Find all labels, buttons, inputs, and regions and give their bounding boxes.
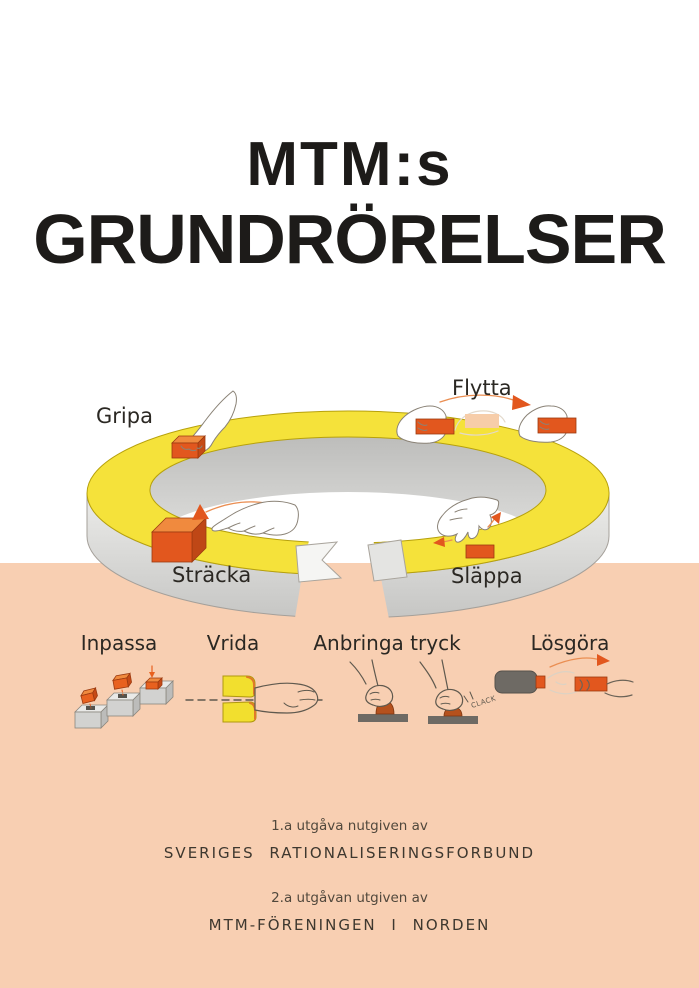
label-anbringa-tryck: Anbringa tryck xyxy=(313,631,461,655)
flytta-ghost-hand xyxy=(454,410,506,436)
anbringa-tryck-icon: CLACK xyxy=(349,659,497,724)
clack-text: CLACK xyxy=(470,694,497,710)
slappa-illustration xyxy=(433,496,501,559)
footer-edition1-publisher: SVERIGES RATIONALISERINGSFORBUND xyxy=(163,844,536,862)
losgora-arrow-curve xyxy=(549,657,601,668)
flytta-block-end xyxy=(537,417,577,434)
flytta-arrow-curve xyxy=(439,394,517,403)
flytta-block-start xyxy=(415,418,455,435)
ring-gap-left-face xyxy=(295,541,343,583)
vrida-hand-fingers xyxy=(283,690,316,708)
flytta-fingers-start xyxy=(417,421,428,431)
label-stracka: Sträcka xyxy=(172,563,252,587)
vrida-cuff-bottom-rim xyxy=(249,702,256,720)
gripa-illustration xyxy=(171,390,237,459)
label-inpassa: Inpassa xyxy=(80,631,158,655)
stracka-arrow-head xyxy=(192,504,209,520)
footer-edition2-publisher: MTM-FÖRENINGEN I NORDEN xyxy=(208,916,491,934)
label-vrida: Vrida xyxy=(206,631,260,655)
inpassa-unit-1 xyxy=(74,686,109,729)
label-losgora: Lösgöra xyxy=(530,631,610,655)
slappa-hand xyxy=(437,496,500,543)
inpassa-icon xyxy=(74,665,174,729)
gripa-block xyxy=(171,435,206,459)
poster-title-line1: MTM:s xyxy=(246,130,453,199)
losgora-ghost-hand xyxy=(547,671,577,695)
slappa-arrow-right-head xyxy=(491,512,501,524)
vrida-cuff-top-rim xyxy=(246,676,255,695)
label-gripa: Gripa xyxy=(96,404,153,428)
motion-ring xyxy=(86,410,610,624)
ring-gap-right-face xyxy=(367,539,408,582)
losgora-block xyxy=(574,676,608,692)
footer-edition2-note: 2.a utgåvan utgiven av xyxy=(271,890,428,906)
vrida-hand xyxy=(254,682,319,714)
footer-edition1-note: 1.a utgåva nutgiven av xyxy=(271,818,428,834)
flytta-ghost-block xyxy=(465,414,499,428)
losgora-hand xyxy=(579,679,634,698)
losgora-stub xyxy=(535,675,546,689)
stracka-illustration xyxy=(151,500,299,563)
clack-lines xyxy=(463,691,474,703)
flytta-fingers-end xyxy=(539,420,550,430)
label-slappa: Släppa xyxy=(451,564,523,588)
peach-background-band xyxy=(0,563,699,988)
gripa-fingertips xyxy=(180,445,203,452)
slappa-hand-lines xyxy=(449,508,468,521)
inpassa-unit-2 xyxy=(106,672,141,717)
flytta-illustration xyxy=(396,394,577,444)
flytta-arrow-head xyxy=(512,395,531,410)
inpassa-unit-3 xyxy=(139,665,174,705)
losgora-arrow-head xyxy=(597,654,610,666)
losgora-handle xyxy=(494,670,538,694)
stracka-hand-fingers xyxy=(227,522,275,534)
vrida-cuff-bottom xyxy=(222,701,257,723)
slappa-block xyxy=(465,544,495,559)
label-flytta: Flytta xyxy=(452,376,512,400)
vrida-icon xyxy=(185,675,323,723)
slappa-arrow-left-head xyxy=(433,537,445,547)
stracka-box xyxy=(151,517,207,563)
anbringa-group-1 xyxy=(349,659,408,722)
poster-title-line2: GRUNDRÖRELSER xyxy=(33,200,667,278)
vrida-cuff-top xyxy=(222,675,256,698)
anbringa-group-2: CLACK xyxy=(419,659,497,724)
losgora-icon xyxy=(494,654,634,698)
